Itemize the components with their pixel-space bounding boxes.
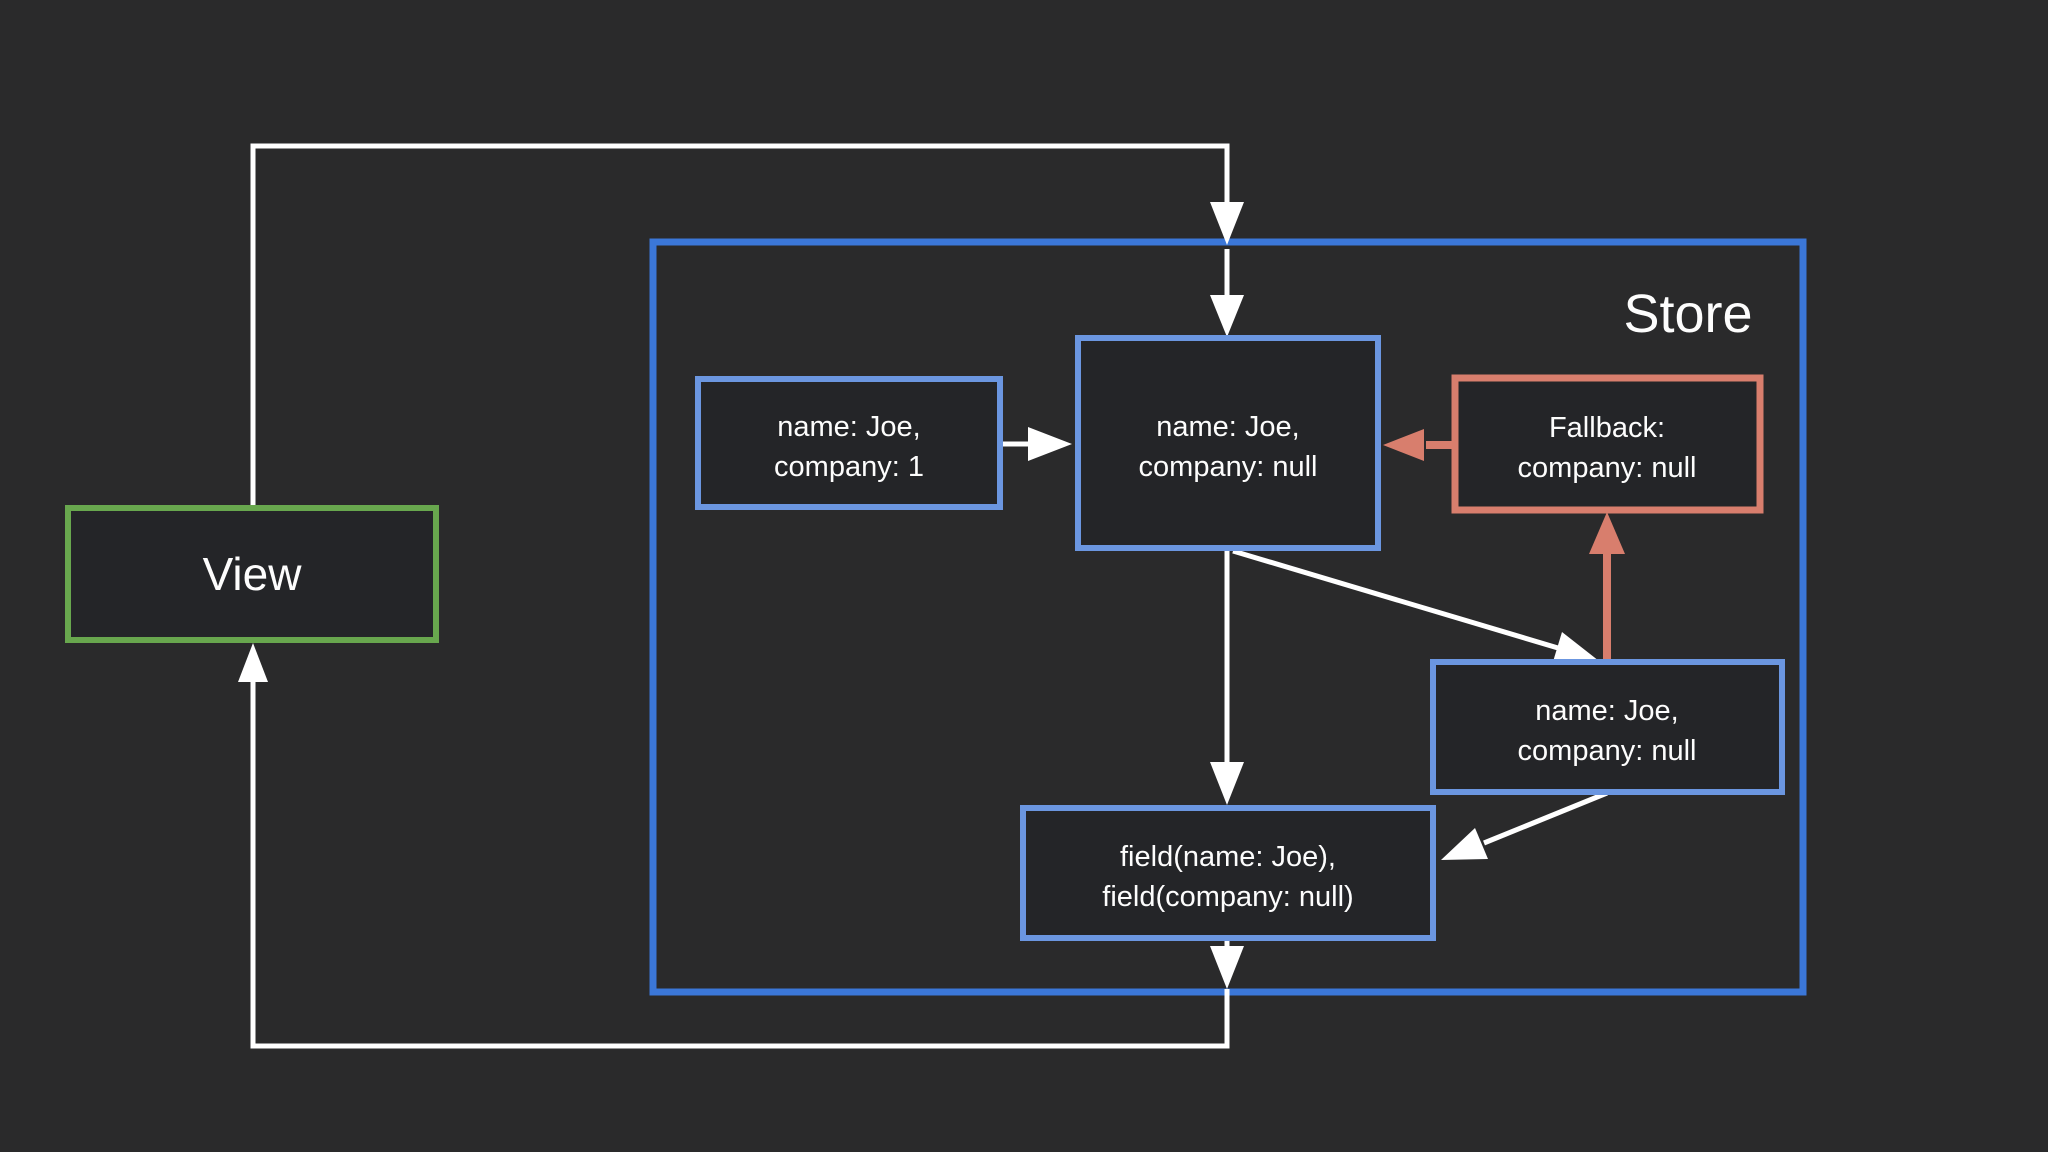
arrowhead-into-view <box>238 643 268 682</box>
node-input-border <box>695 376 1003 510</box>
flow-resolved-to-fields <box>1441 790 1608 860</box>
node-resolved: name: Joe, company: null <box>1430 659 1785 795</box>
node-input-line1: name: Joe, <box>777 411 920 443</box>
flow-fields-to-view <box>238 643 1244 1049</box>
arrowhead-fallback-merged <box>1383 429 1424 461</box>
store-title: Store <box>1623 284 1752 344</box>
node-resolved-line2: company: null <box>1518 735 1697 767</box>
node-resolved-line1: name: Joe, <box>1535 695 1678 727</box>
flow-line-bottom-rail <box>250 682 1230 1049</box>
node-input-line2: company: 1 <box>774 451 924 483</box>
node-fallback-line1: Fallback: <box>1549 412 1665 444</box>
node-merged-line1: name: Joe, <box>1156 411 1299 443</box>
node-fields: field(name: Joe), field(company: null) <box>1020 805 1436 941</box>
arrowhead-resolved-fields <box>1441 828 1488 860</box>
flow-view-to-merged <box>250 143 1244 508</box>
flow-line-view-top-rail <box>250 143 1230 508</box>
flow-merged-to-fields <box>1210 548 1244 805</box>
flow-resolved-to-fallback <box>1589 512 1625 662</box>
view-label: View <box>203 548 303 600</box>
flow-line-resolved-fields <box>1483 790 1608 846</box>
node-input: name: Joe, company: 1 <box>695 376 1003 510</box>
arrowhead-into-resolved <box>1552 632 1599 665</box>
arrowhead-input-merged <box>1028 427 1072 461</box>
node-merged-line2: company: null <box>1139 451 1318 483</box>
arrowhead-into-store <box>1210 202 1244 245</box>
node-fallback: Fallback: company: null <box>1451 374 1764 514</box>
flow-input-to-merged <box>1000 427 1072 461</box>
node-fallback-border <box>1451 374 1764 514</box>
arrowhead-resolved-fallback <box>1589 512 1625 554</box>
node-fields-line2: field(company: null) <box>1102 881 1353 913</box>
flow-merged-to-resolved <box>1232 548 1599 665</box>
flow-fallback-to-merged <box>1383 429 1455 461</box>
flow-line-merged-resolved <box>1232 548 1559 651</box>
node-merged-border <box>1075 335 1381 551</box>
node-merged: name: Joe, company: null <box>1075 335 1381 551</box>
node-fields-line1: field(name: Joe), <box>1120 841 1336 873</box>
node-fields-border <box>1020 805 1436 941</box>
node-resolved-border <box>1430 659 1785 795</box>
view-border <box>65 505 439 643</box>
arrowhead-into-fields <box>1210 762 1244 805</box>
arrowhead-into-merged <box>1210 295 1244 337</box>
arrowhead-out-of-store <box>1210 946 1244 989</box>
node-fallback-line2: company: null <box>1518 452 1697 484</box>
view-node: View <box>65 505 439 643</box>
